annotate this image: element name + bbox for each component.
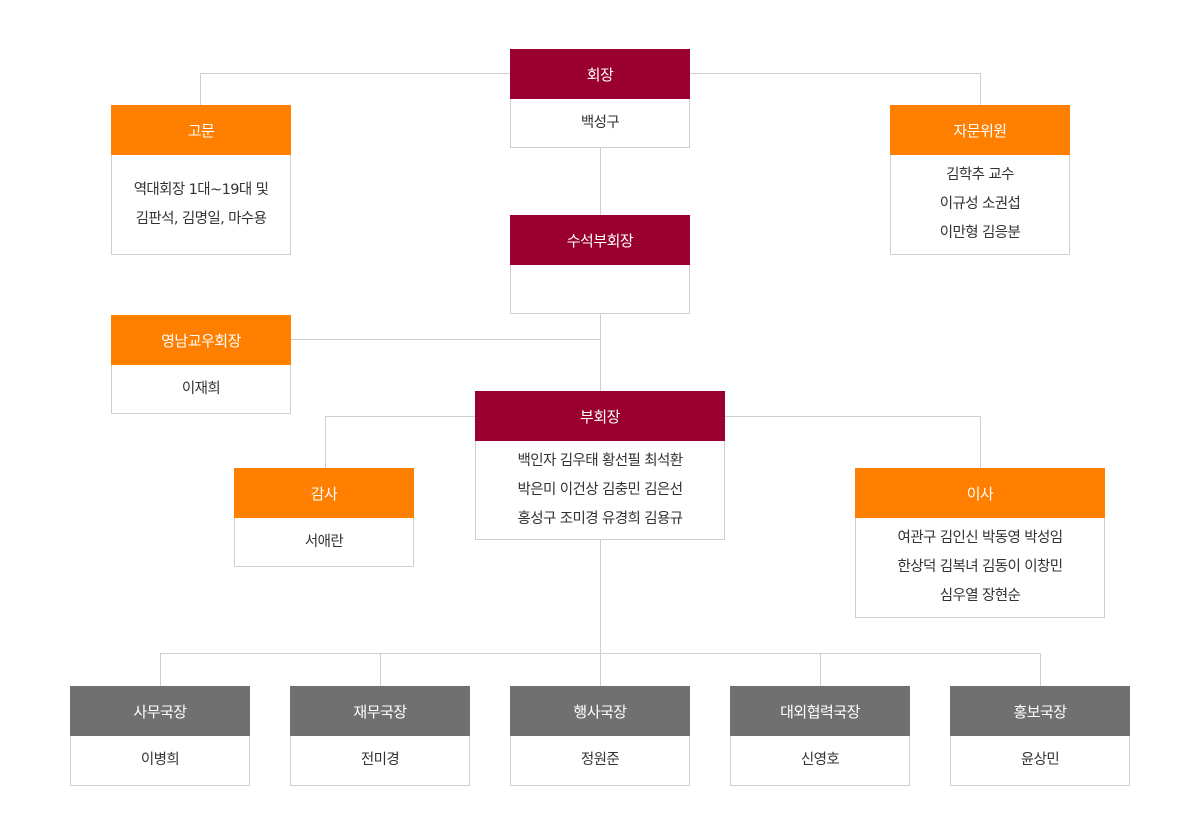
vice-chairman-title: 부회장 — [475, 391, 725, 441]
member-line: 백성구 — [580, 114, 620, 131]
finance-secretary-title: 재무국장 — [290, 686, 470, 736]
member-line: 서애란 — [304, 533, 344, 550]
member-line: 이병희 — [140, 752, 180, 768]
member-line: 한상덕 김복녀 김동이 이창민 — [897, 559, 1064, 575]
chairman-members: 백성구 — [510, 99, 690, 148]
auditor-title: 감사 — [234, 468, 414, 518]
senior-vice-chairman-members — [510, 265, 690, 314]
senior-vice-chairman-title: 수석부회장 — [510, 215, 690, 265]
external-secretary-title: 대외협력국장 — [730, 686, 910, 736]
vice-chairman-members: 백인자 김우태 황선필 최석환 박은미 이건상 김충민 김은선 홍성구 조미경 … — [475, 441, 725, 540]
member-line: 박은미 이건상 김충민 김은선 — [517, 481, 684, 498]
auditor-members: 서애란 — [234, 518, 414, 567]
pr-secretary-box: 홍보국장 윤상민 — [950, 686, 1130, 786]
member-line: 김판석, 김명일, 마수용 — [135, 210, 267, 227]
member-line: 윤상민 — [1020, 752, 1060, 768]
member-line: 이만형 김응분 — [939, 225, 1021, 241]
member-line: 이규성 소권섭 — [939, 196, 1021, 212]
auditor-box: 감사 서애란 — [234, 468, 414, 567]
pr-secretary-members: 윤상민 — [950, 736, 1130, 786]
member-line: 여관구 김인신 박동영 박성임 — [897, 530, 1064, 546]
office-secretary-box: 사무국장 이병희 — [70, 686, 250, 786]
member-line: 역대회장 1대~19대 및 — [133, 181, 269, 198]
events-secretary-box: 행사국장 정원준 — [510, 686, 690, 786]
chairman-box: 회장 백성구 — [510, 49, 690, 148]
director-title: 이사 — [855, 468, 1105, 518]
external-secretary-box: 대외협력국장 신영호 — [730, 686, 910, 786]
events-secretary-members: 정원준 — [510, 736, 690, 786]
office-secretary-members: 이병희 — [70, 736, 250, 786]
member-line: 백인자 김우태 황선필 최석환 — [517, 452, 684, 469]
member-line: 전미경 — [360, 752, 400, 768]
senior-vice-chairman-box: 수석부회장 — [510, 215, 690, 314]
advisory-committee-members: 김학추 교수 이규성 소권섭 이만형 김응분 — [890, 155, 1070, 255]
events-secretary-title: 행사국장 — [510, 686, 690, 736]
member-line: 정원준 — [580, 752, 620, 768]
advisory-committee-title: 자문위원 — [890, 105, 1070, 155]
yeongnam-chairman-members: 이재희 — [111, 365, 291, 414]
advisor-box: 고문 역대회장 1대~19대 및 김판석, 김명일, 마수용 — [111, 105, 291, 255]
finance-secretary-box: 재무국장 전미경 — [290, 686, 470, 786]
advisor-title: 고문 — [111, 105, 291, 155]
member-line: 홍성구 조미경 유경희 김용규 — [517, 510, 684, 527]
pr-secretary-title: 홍보국장 — [950, 686, 1130, 736]
vice-chairman-box: 부회장 백인자 김우태 황선필 최석환 박은미 이건상 김충민 김은선 홍성구 … — [475, 391, 725, 540]
member-line: 신영호 — [800, 752, 840, 768]
director-box: 이사 여관구 김인신 박동영 박성임 한상덕 김복녀 김동이 이창민 심우열 장… — [855, 468, 1105, 618]
chairman-title: 회장 — [510, 49, 690, 99]
advisory-committee-box: 자문위원 김학추 교수 이규성 소권섭 이만형 김응분 — [890, 105, 1070, 255]
member-line: 김학추 교수 — [946, 167, 1014, 183]
advisor-members: 역대회장 1대~19대 및 김판석, 김명일, 마수용 — [111, 155, 291, 255]
member-line: 심우열 장현순 — [939, 588, 1021, 604]
yeongnam-chairman-title: 영남교우회장 — [111, 315, 291, 365]
yeongnam-chairman-box: 영남교우회장 이재희 — [111, 315, 291, 414]
office-secretary-title: 사무국장 — [70, 686, 250, 736]
director-members: 여관구 김인신 박동영 박성임 한상덕 김복녀 김동이 이창민 심우열 장현순 — [855, 518, 1105, 618]
finance-secretary-members: 전미경 — [290, 736, 470, 786]
external-secretary-members: 신영호 — [730, 736, 910, 786]
member-line: 이재희 — [181, 380, 221, 397]
